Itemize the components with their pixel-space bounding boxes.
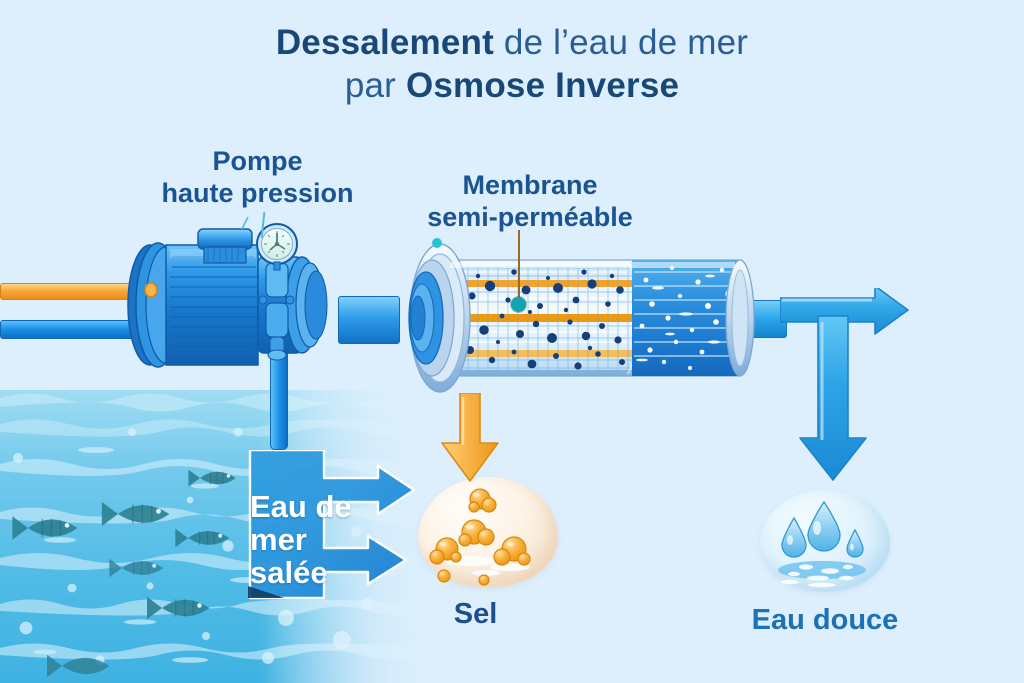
label-pump-line1: Pompe [212,146,303,176]
title-line-2: par Osmose Inverse [0,65,1024,108]
sea-illustration [0,390,430,683]
title-regular-2: par [344,65,406,105]
pump-outlet-pipe [338,296,400,344]
freshwater-collection-bubble [760,490,890,592]
membrane-pressure-vessel-illustration [380,238,770,396]
salt-collection-bubble [418,477,558,587]
label-seawater-line1: Eau de [250,489,352,524]
label-pump: Pompe haute pression [120,146,395,210]
label-seawater-line2: mer [250,522,307,558]
membrane-leader-line [518,230,520,302]
label-membrane-line2: semi-perméable [427,201,633,232]
title-bold-2: Osmose Inverse [405,65,680,105]
label-membrane-line1: Membrane [462,170,598,200]
pressure-gauge-icon [256,223,298,271]
label-seawater: Eau de mer salée [250,489,370,591]
seawater-banner-arrow [228,450,428,600]
page-title: Dessalement de l’eau de mer par Osmose I… [0,22,1024,107]
label-pump-line2: haute pression [161,177,354,208]
title-regular-1: de l’eau de mer [493,23,749,62]
membrane-pointer-tip [432,238,442,248]
label-membrane: Membrane semi-perméable [395,170,665,234]
title-line-1: Dessalement de l’eau de mer [0,22,1024,65]
high-pressure-pump-illustration [120,215,350,395]
freshwater-flow-arrow [780,288,910,488]
membrane-pointer-dot [511,297,526,312]
title-bold-1: Dessalement [275,23,494,62]
label-salt: Sel [453,598,498,630]
label-freshwater: Eau douce [751,604,899,636]
salt-flow-arrow [435,393,505,483]
label-seawater-line3: salée [250,555,328,591]
